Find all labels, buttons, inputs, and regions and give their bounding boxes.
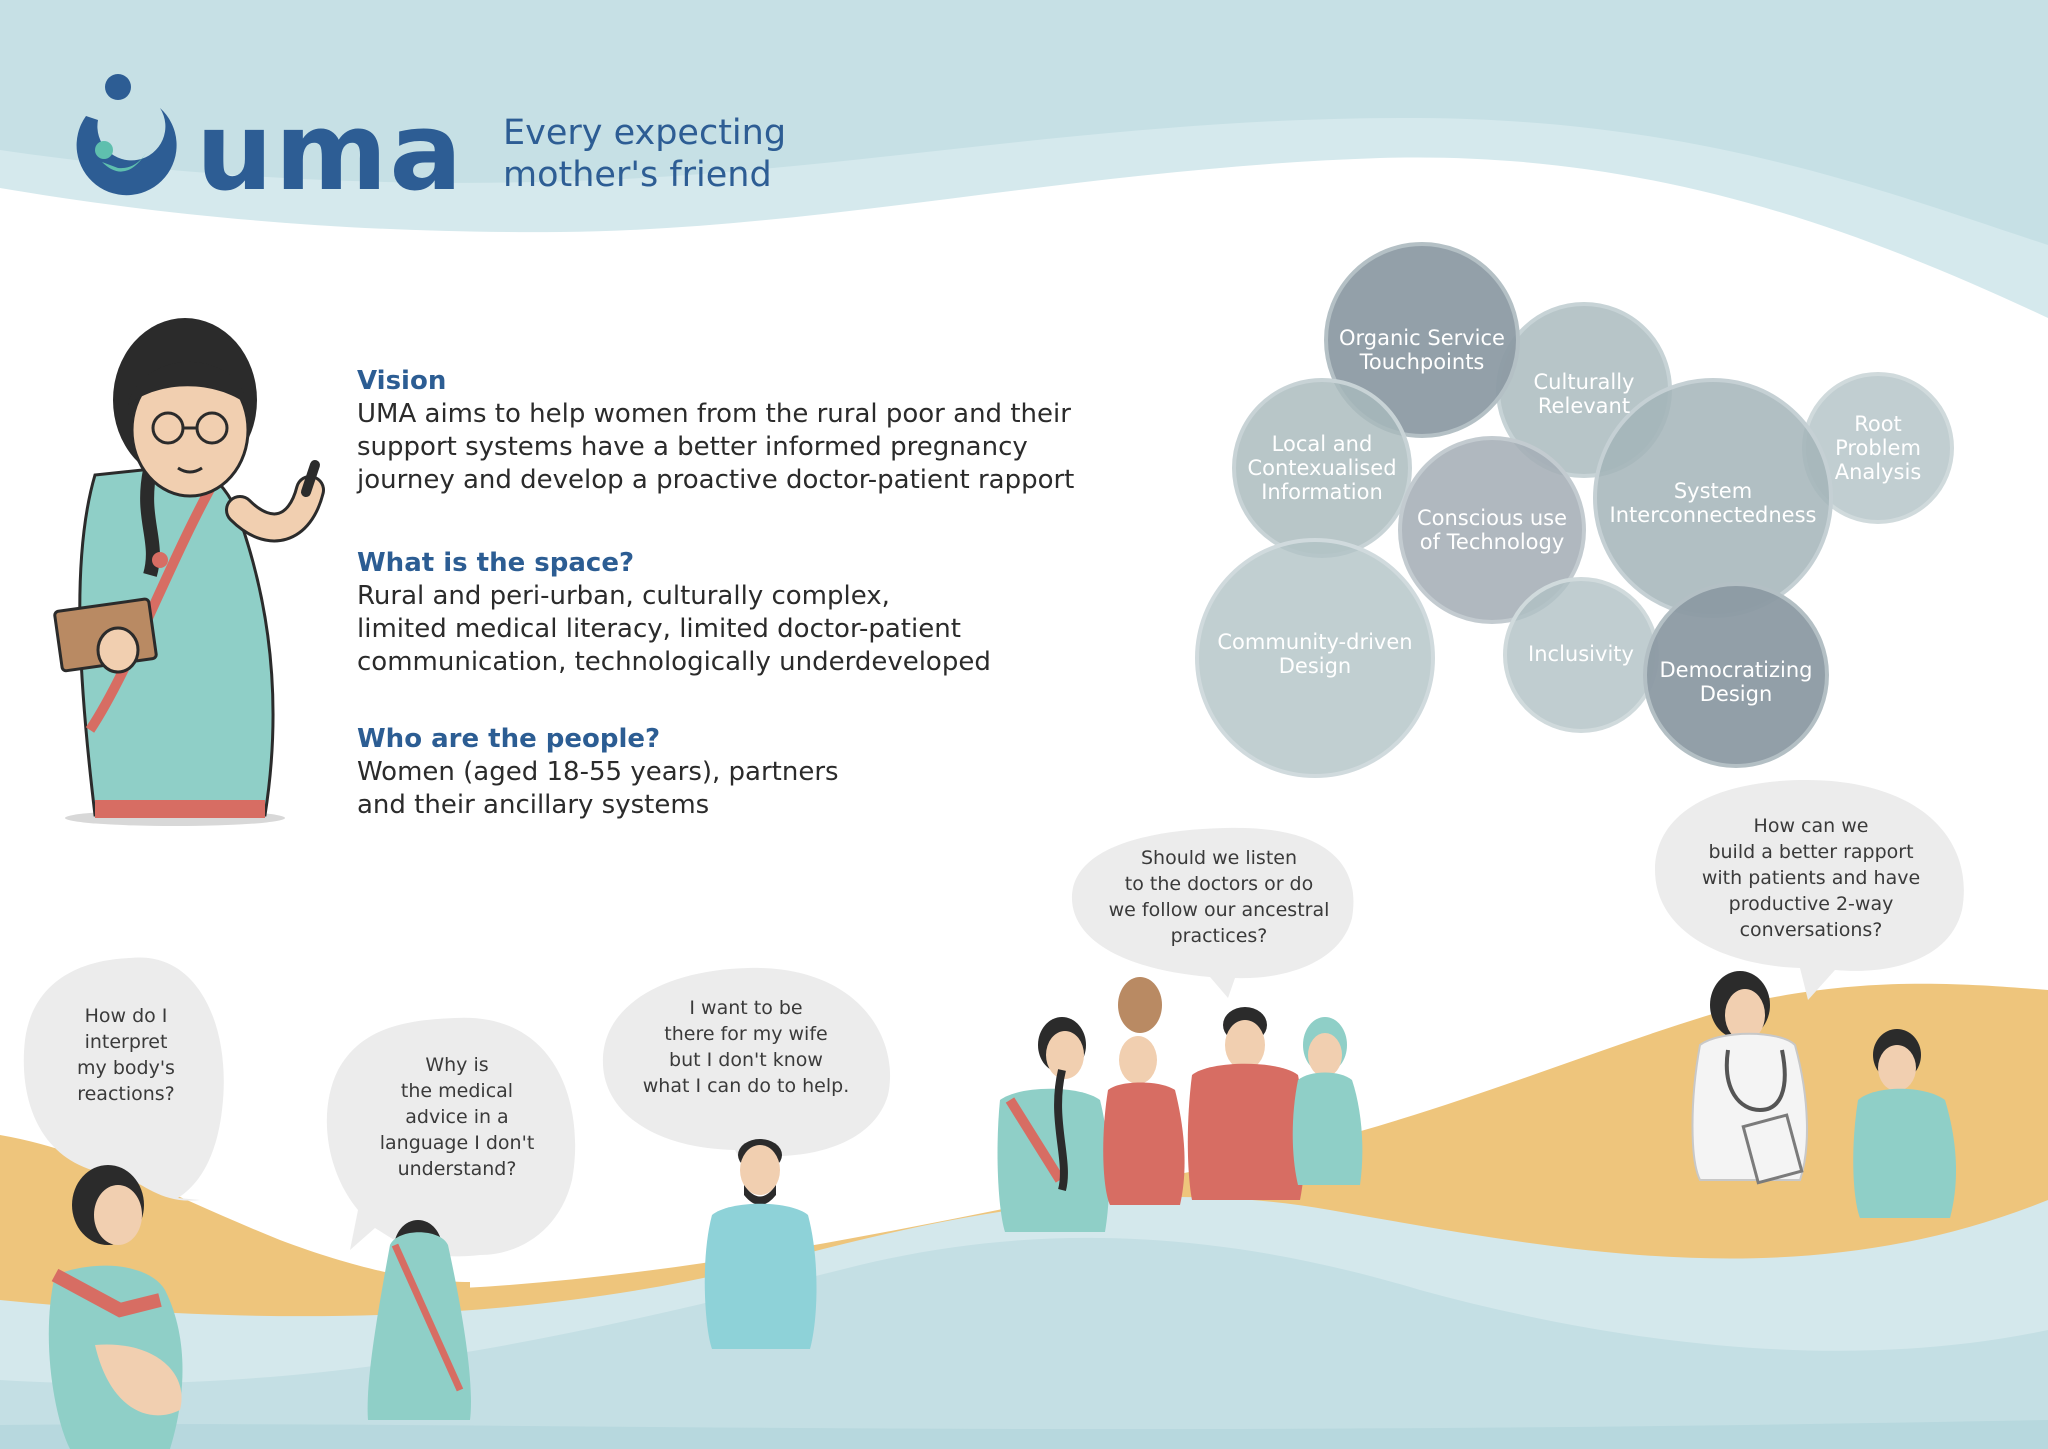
narrator-sari-hem: [95, 800, 265, 818]
narrator-braid-tie: [152, 552, 168, 568]
bubble-label-system-interconnectedness: System Interconnectedness: [1609, 479, 1817, 527]
clipboard-icon: [1741, 1113, 1804, 1185]
narrator-woman-illustration: [53, 318, 325, 826]
people-section: Who are the people? Women (aged 18-55 ye…: [357, 722, 1077, 822]
space-section: What is the space? Rural and peri-urban,…: [357, 546, 1077, 679]
bubble-organic-service: [1324, 242, 1520, 438]
bubble-label-democratizing: Democratizing Design: [1659, 658, 1813, 706]
bubble-label-local-contextualised: Local and Contexualised Information: [1247, 432, 1397, 504]
logo-crescent: [76, 108, 177, 196]
bubble-label-conscious-tech: Conscious use of Technology: [1416, 506, 1568, 554]
narrator-pointing-finger: [301, 460, 320, 497]
space-line: communication, technologically underdeve…: [357, 647, 991, 677]
vision-line: support systems have a better informed p…: [357, 432, 1028, 462]
vision-line: journey and develop a proactive doctor-p…: [357, 465, 1075, 495]
elder-woman-figure: [367, 1220, 471, 1420]
logo-baby-dot: [95, 141, 113, 159]
narrator-hair-top: [128, 361, 248, 405]
bubble-label-community-driven: Community-driven Design: [1217, 630, 1413, 678]
husband-figure: [704, 1139, 817, 1349]
narrator-braid: [140, 468, 160, 577]
quote-family: Should we listen to the doctors or do we…: [1108, 847, 1330, 947]
tagline-line: mother's friend: [503, 155, 772, 195]
uma-logo: uma: [76, 74, 464, 215]
bottom-wave-front: [0, 1237, 2048, 1449]
bottom-wave-strip: [0, 1420, 2048, 1449]
speech-bubble-elder: [326, 1017, 576, 1257]
people-body: Women (aged 18-55 years), partners and t…: [357, 756, 1077, 822]
quote-elder-woman: Why is the medical advice in a language …: [379, 1054, 535, 1180]
vision-heading: Vision: [357, 366, 447, 396]
vision-section: Vision UMA aims to help women from the r…: [357, 364, 1077, 497]
narrator-smile: [177, 466, 203, 474]
bubble-label-inclusivity: Inclusivity: [1528, 642, 1634, 666]
logo-wordmark: uma: [196, 90, 464, 215]
quote-doctors: How can we build a better rapport with p…: [1701, 815, 1921, 941]
vision-body: UMA aims to help women from the rural po…: [357, 398, 1077, 497]
stethoscope-icon: [1724, 1049, 1787, 1113]
top-wave-front: [0, 0, 2048, 245]
speech-bubble-family: [1071, 827, 1354, 998]
people-line: Women (aged 18-55 years), partners: [357, 757, 839, 787]
bubble-label-organic-service: Organic Service Touchpoints: [1339, 326, 1505, 374]
speech-bubble-husband: [602, 967, 891, 1178]
bubble-conscious-tech: [1398, 436, 1586, 624]
quote-husband: I want to be there for my wife but I don…: [642, 997, 850, 1097]
narrator-arm-right-fill: [228, 478, 322, 540]
vision-line: UMA aims to help women from the rural po…: [357, 399, 1071, 429]
bubble-democratizing: [1643, 582, 1829, 768]
space-body: Rural and peri-urban, culturally complex…: [357, 580, 1077, 679]
speech-bubble-doctors: [1655, 779, 1964, 1000]
pregnant-woman-figure: [48, 1165, 183, 1449]
bubble-label-culturally-relevant: Culturally Relevant: [1533, 370, 1635, 418]
space-line: Rural and peri-urban, culturally complex…: [357, 581, 890, 611]
people-heading: Who are the people?: [357, 724, 661, 754]
speech-bubble-pregnant: [23, 957, 224, 1201]
logo-head-dot: [105, 74, 131, 100]
family-group-figure: [997, 977, 1363, 1232]
bubble-label-root-problem: Root Problem Analysis: [1834, 412, 1922, 484]
bubble-community-driven: [1195, 538, 1435, 778]
quote-pregnant-woman: How do I interpret my body's reactions?: [77, 1005, 175, 1105]
space-line: limited medical literacy, limited doctor…: [357, 614, 961, 644]
narrator-hand-left: [96, 626, 140, 674]
tagline-line: Every expecting: [503, 113, 787, 153]
space-heading: What is the space?: [357, 548, 635, 578]
doctors-figure: [1691, 971, 1957, 1218]
people-line: and their ancillary systems: [357, 790, 710, 820]
